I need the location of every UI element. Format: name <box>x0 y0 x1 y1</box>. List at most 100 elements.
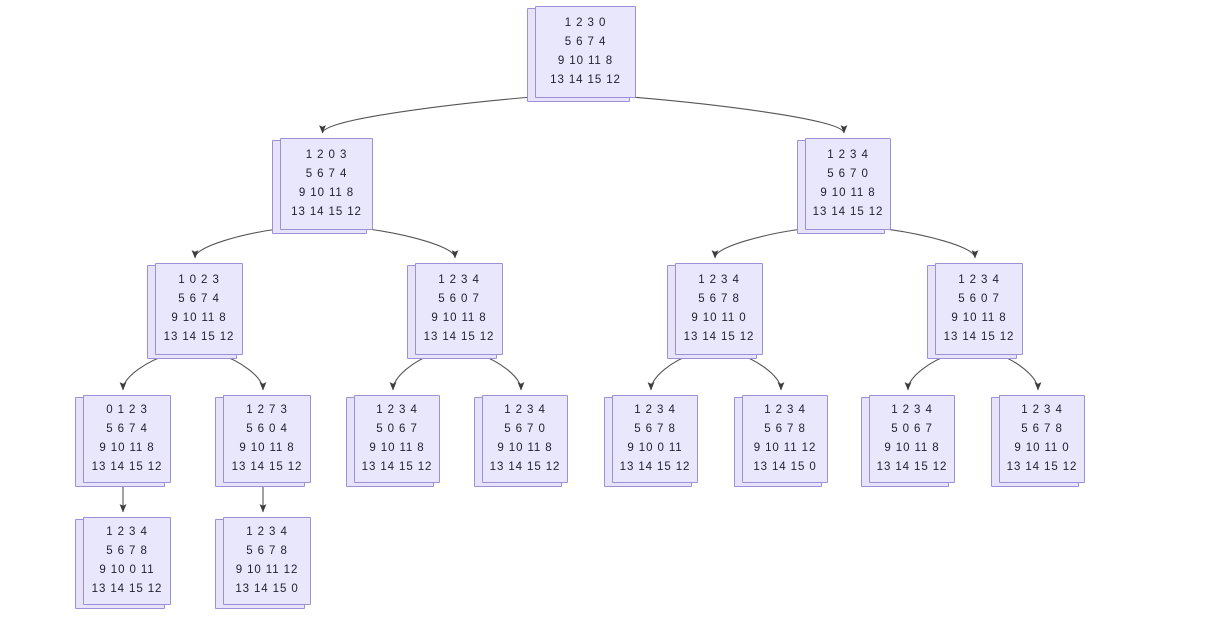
puzzle-row: 1 2 3 4 <box>827 149 869 161</box>
tree-edge <box>119 353 170 391</box>
puzzle-row: 13 14 15 12 <box>423 331 495 343</box>
puzzle-row: 9 10 11 8 <box>431 312 487 324</box>
puzzle-row: 13 14 15 12 <box>683 331 755 343</box>
puzzle-row: 13 14 15 12 <box>361 461 433 473</box>
puzzle-row: 9 10 11 8 <box>369 442 425 454</box>
tree-edge <box>647 353 693 391</box>
puzzle-row: 13 14 15 12 <box>91 461 163 473</box>
puzzle-state-node: 1 2 3 4 5 0 6 7 9 10 11 8 13 14 15 12 <box>861 395 955 487</box>
puzzle-row: 5 6 7 0 <box>504 423 546 435</box>
puzzle-row: 1 2 3 4 <box>1021 404 1063 416</box>
puzzle-row: 1 2 3 4 <box>891 404 933 416</box>
puzzle-row: 5 6 7 8 <box>698 293 740 305</box>
puzzle-row: 1 2 7 3 <box>246 404 288 416</box>
puzzle-row: 9 10 11 8 <box>557 55 614 67</box>
puzzle-state-node: 1 2 3 4 5 6 7 8 9 10 11 12 13 14 15 0 <box>734 395 828 487</box>
puzzle-row: 5 6 7 0 <box>827 168 869 180</box>
tree-edge <box>477 353 525 391</box>
puzzle-row: 9 10 11 0 <box>1014 442 1070 454</box>
puzzle-state-grid: 1 2 3 4 5 6 7 8 9 10 11 12 13 14 15 0 <box>742 395 828 483</box>
puzzle-row: 5 6 0 4 <box>246 423 288 435</box>
puzzle-row: 13 14 15 12 <box>1006 461 1078 473</box>
puzzle-row: 9 10 11 12 <box>753 442 817 454</box>
puzzle-row: 1 2 3 0 <box>564 17 607 29</box>
puzzle-row: 5 0 6 7 <box>376 423 418 435</box>
puzzle-state-grid: 1 2 3 4 5 6 7 0 9 10 11 8 13 14 15 12 <box>482 395 568 483</box>
puzzle-row: 5 6 7 4 <box>305 168 348 180</box>
puzzle-row: 5 6 7 8 <box>246 545 288 557</box>
puzzle-row: 9 10 11 12 <box>235 564 299 576</box>
puzzle-row: 1 2 3 4 <box>764 404 806 416</box>
puzzle-row: 0 1 2 3 <box>106 404 148 416</box>
tree-edge <box>885 228 979 259</box>
puzzle-row: 9 10 0 11 <box>99 564 155 576</box>
puzzle-row: 9 10 11 8 <box>820 187 876 199</box>
puzzle-state-grid: 1 2 7 3 5 6 0 4 9 10 11 8 13 14 15 12 <box>223 395 311 483</box>
puzzle-row: 5 6 7 8 <box>634 423 676 435</box>
puzzle-row: 1 2 3 4 <box>106 526 148 538</box>
puzzle-row: 5 6 7 8 <box>106 545 148 557</box>
puzzle-row: 1 2 3 4 <box>438 274 480 286</box>
puzzle-state-grid: 1 2 3 4 5 6 0 7 9 10 11 8 13 14 15 12 <box>415 263 503 355</box>
tree-edge <box>218 353 267 391</box>
puzzle-row: 13 14 15 12 <box>231 461 303 473</box>
puzzle-state-node: 1 2 3 4 5 0 6 7 9 10 11 8 13 14 15 12 <box>346 395 440 487</box>
tree-edge <box>737 353 785 391</box>
puzzle-row: 13 14 15 12 <box>876 461 948 473</box>
puzzle-row: 13 14 15 12 <box>550 74 621 86</box>
puzzle-state-grid: 1 2 3 4 5 6 7 0 9 10 11 8 13 14 15 12 <box>805 138 891 230</box>
puzzle-state-node: 1 2 3 4 5 6 7 8 9 10 0 11 13 14 15 12 <box>604 395 698 487</box>
puzzle-row: 5 6 0 7 <box>958 293 1000 305</box>
puzzle-row: 9 10 0 11 <box>627 442 683 454</box>
puzzle-row: 5 6 7 8 <box>764 423 806 435</box>
tree-edge <box>711 228 803 259</box>
puzzle-row: 1 2 3 4 <box>698 274 740 286</box>
puzzle-row: 1 2 3 4 <box>376 404 418 416</box>
puzzle-state-node: 1 2 3 4 5 6 7 0 9 10 11 8 13 14 15 12 <box>474 395 568 487</box>
puzzle-state-node: 1 2 7 3 5 6 0 4 9 10 11 8 13 14 15 12 <box>215 395 311 487</box>
puzzle-row: 1 2 3 4 <box>504 404 546 416</box>
puzzle-row: 9 10 11 8 <box>171 312 227 324</box>
puzzle-row: 1 2 3 4 <box>634 404 676 416</box>
tree-edge <box>389 353 434 391</box>
puzzle-row: 13 14 15 12 <box>812 206 884 218</box>
puzzle-row: 9 10 11 8 <box>497 442 553 454</box>
puzzle-row: 5 0 6 7 <box>891 423 933 435</box>
puzzle-state-grid: 1 2 3 4 5 6 7 8 9 10 0 11 13 14 15 12 <box>612 395 698 483</box>
tree-edge <box>904 353 952 391</box>
tree-edge <box>996 353 1042 391</box>
puzzle-row: 13 14 15 12 <box>619 461 691 473</box>
puzzle-row: 13 14 15 12 <box>291 206 362 218</box>
puzzle-row: 9 10 11 8 <box>884 442 940 454</box>
puzzle-row: 13 14 15 0 <box>753 461 817 473</box>
tree-edge <box>367 228 459 259</box>
puzzle-state-grid: 1 2 3 4 5 0 6 7 9 10 11 8 13 14 15 12 <box>354 395 440 483</box>
puzzle-row: 9 10 11 8 <box>298 187 355 199</box>
tree-edge <box>319 96 533 134</box>
puzzle-state-grid: 1 2 3 4 5 0 6 7 9 10 11 8 13 14 15 12 <box>869 395 955 483</box>
puzzle-row: 9 10 11 8 <box>239 442 295 454</box>
puzzle-row: 5 6 7 4 <box>178 293 220 305</box>
puzzle-row: 1 2 3 4 <box>246 526 288 538</box>
puzzle-row: 9 10 11 8 <box>99 442 155 454</box>
puzzle-state-grid: 1 2 3 0 5 6 7 4 9 10 11 8 13 14 15 12 <box>535 6 636 98</box>
puzzle-row: 5 6 7 4 <box>564 36 607 48</box>
puzzle-row: 5 6 0 7 <box>438 293 480 305</box>
tree-edge <box>630 96 848 134</box>
puzzle-row: 13 14 15 12 <box>489 461 561 473</box>
